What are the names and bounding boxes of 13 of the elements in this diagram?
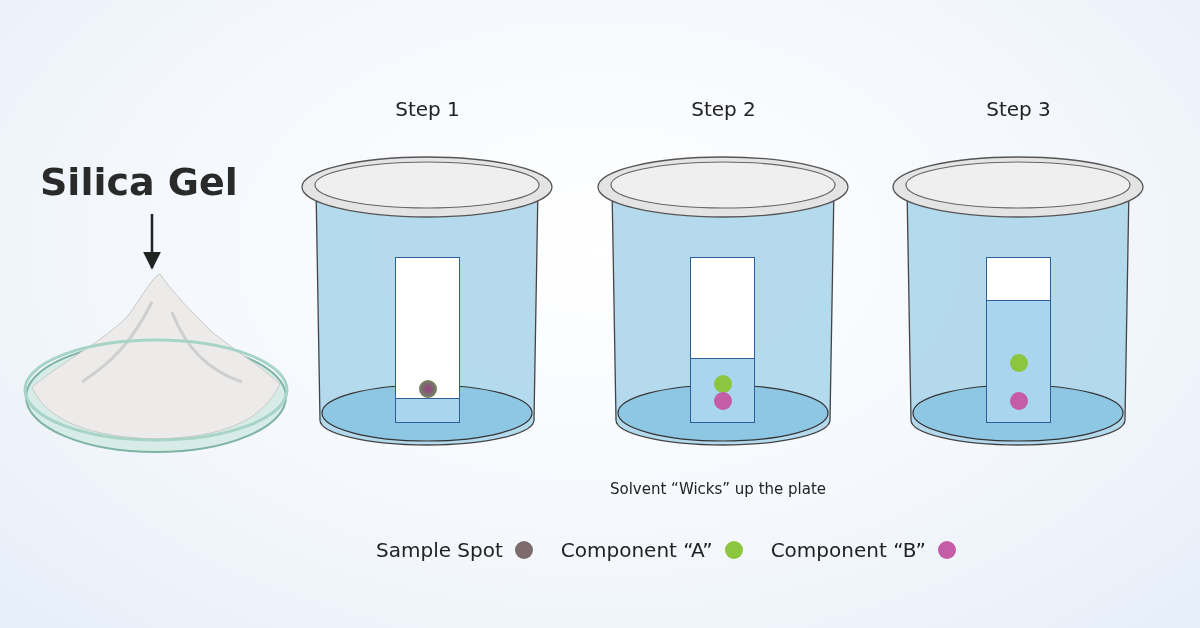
arrow: [143, 214, 161, 270]
tlc-plate: [986, 257, 1051, 423]
tlc-plate: [395, 257, 460, 423]
heading-text: Silica Gel: [40, 158, 265, 206]
legend-text: Sample Spot: [376, 538, 503, 562]
step-heading: Step 1: [395, 97, 460, 121]
legend-text: Component “A”: [560, 538, 713, 562]
tlc-plate: [690, 257, 755, 423]
step-heading: Step 3: [986, 97, 1051, 121]
legend-text: Component “B”: [770, 538, 926, 562]
sample-spot: [419, 380, 437, 398]
step-heading: Step 2: [691, 97, 756, 121]
caption-text: Solvent “Wicks” up the plate: [610, 480, 826, 498]
